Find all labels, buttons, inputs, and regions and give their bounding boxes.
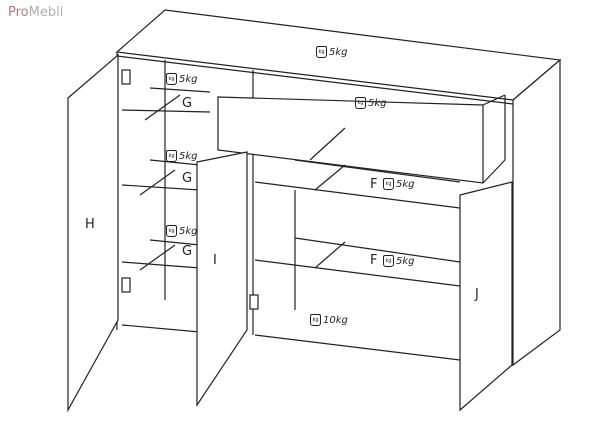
weight-value: 5kg (179, 225, 198, 237)
left-door (67, 53, 119, 413)
label-h: H (85, 217, 95, 232)
label-j: J (475, 287, 479, 302)
weight-value: 5kg (396, 178, 415, 190)
drawer-front (217, 96, 484, 184)
logo-part2: Mebli (28, 5, 64, 20)
weight-icon: kg (316, 46, 327, 58)
label-f1: F (370, 177, 378, 192)
weight-icon: kg (166, 73, 177, 85)
middle-door (196, 151, 248, 407)
weight-icon: kg (383, 178, 394, 190)
weight-value: 5kg (368, 97, 387, 109)
watermark-logo: ProMebli (8, 5, 63, 20)
weight-value: 5kg (396, 255, 415, 267)
weight-value: 5kg (329, 46, 348, 58)
label-g1: G (182, 96, 193, 111)
label-f2: F (370, 253, 378, 268)
hinge-icon (121, 277, 131, 293)
weight-icon: kg (166, 225, 177, 237)
right-side-panel (512, 58, 561, 367)
weight-value: 5kg (179, 73, 198, 85)
label-i: I (213, 253, 217, 268)
hinge-icon (121, 69, 131, 85)
weight-value: 10kg (323, 314, 348, 326)
right-door (459, 181, 513, 412)
weight-icon: kg (355, 97, 366, 109)
weight-icon: kg (310, 314, 321, 326)
label-g2: G (182, 171, 193, 186)
weight-icon: kg (383, 255, 394, 267)
logo-part1: Pro (8, 5, 29, 20)
weight-value: 5kg (179, 150, 198, 162)
label-g3: G (182, 244, 193, 259)
hinge-icon (249, 294, 259, 310)
weight-icon: kg (166, 150, 177, 162)
